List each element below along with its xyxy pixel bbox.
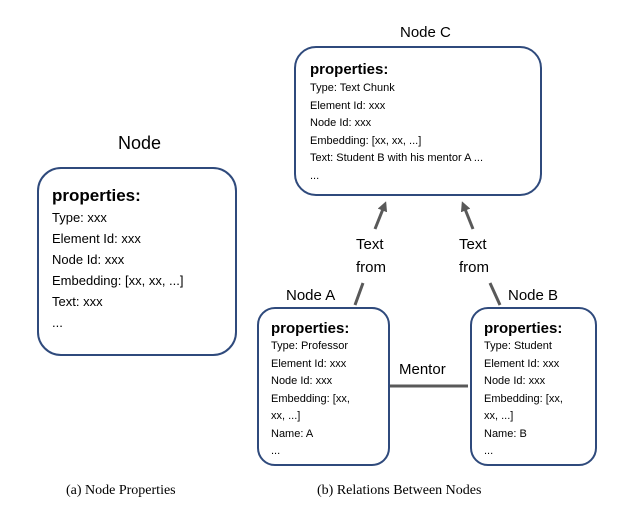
node-a-prop-type: Type: Professor: [271, 340, 349, 352]
node-a-prop-embedding-1: Embedding: [xx,: [271, 392, 350, 405]
node-b-prop-ellipsis: ...: [484, 445, 494, 457]
edge-label-b-from: from: [459, 259, 489, 276]
edge-a-to-c-upper: [373, 201, 388, 230]
node-c-prop-type: Type: Text Chunk: [310, 82, 395, 94]
prop-text: Text: xxx: [52, 294, 103, 309]
node-properties-box: properties: Type: xxx Element Id: xxx No…: [37, 167, 237, 356]
edge-label-mentor: Mentor: [399, 361, 446, 378]
node-b-heading: properties:: [484, 320, 563, 337]
node-a-prop-element-id: Element Id: xxx: [271, 357, 347, 370]
node-a-box: properties: Type: Professor Element Id: …: [257, 307, 390, 466]
properties-heading: properties:: [52, 186, 141, 205]
node-c-prop-text: Text: Student B with his mentor A ...: [310, 152, 484, 164]
node-b-box: properties: Type: Student Element Id: xx…: [470, 307, 597, 466]
node-c-box: properties: Type: Text Chunk Element Id:…: [294, 46, 542, 196]
node-c-prop-element-id: Element Id: xxx: [310, 99, 386, 112]
edge-b-to-c-lower: [488, 282, 502, 306]
node-a-prop-node-id: Node Id: xxx: [271, 375, 333, 387]
node-b-prop-node-id: Node Id: xxx: [484, 375, 546, 387]
node-b-prop-embedding-2: xx, ...]: [484, 410, 514, 422]
node-b-prop-type: Type: Student: [484, 340, 552, 352]
node-a-prop-embedding-2: xx, ...]: [271, 410, 301, 422]
node-c-title: Node C: [400, 24, 451, 41]
edge-a-to-c-lower: [353, 282, 365, 306]
node-c-heading: properties:: [310, 61, 389, 78]
node-a-prop-name: Name: A: [271, 427, 314, 440]
prop-node-id: Node Id: xxx: [52, 252, 125, 267]
prop-type: Type: xxx: [52, 210, 107, 225]
caption-a: (a) Node Properties: [66, 483, 176, 498]
node-b-prop-embedding-1: Embedding: [xx,: [484, 392, 563, 405]
node-a-heading: properties:: [271, 320, 350, 337]
prop-ellipsis: ...: [52, 315, 63, 330]
prop-embedding: Embedding: [xx, xx, ...]: [52, 273, 184, 288]
edge-label-b-text: Text: [459, 236, 487, 253]
node-b-prop-element-id: Element Id: xxx: [484, 357, 560, 370]
node-a-title: Node A: [286, 287, 336, 304]
node-b-title: Node B: [508, 287, 559, 304]
prop-element-id: Element Id: xxx: [52, 231, 141, 246]
edge-label-a-from: from: [356, 259, 386, 276]
node-c-prop-embedding: Embedding: [xx, xx, ...]: [310, 134, 422, 147]
node-c-prop-ellipsis: ...: [310, 169, 320, 182]
node-b-prop-name: Name: B: [484, 427, 527, 440]
edge-label-a-text: Text: [356, 236, 384, 253]
node-a-prop-ellipsis: ...: [271, 445, 281, 457]
edge-b-to-c-upper: [460, 201, 475, 230]
node-c-prop-node-id: Node Id: xxx: [310, 117, 372, 129]
caption-b: (b) Relations Between Nodes: [317, 483, 482, 498]
node-title: Node: [118, 133, 162, 153]
